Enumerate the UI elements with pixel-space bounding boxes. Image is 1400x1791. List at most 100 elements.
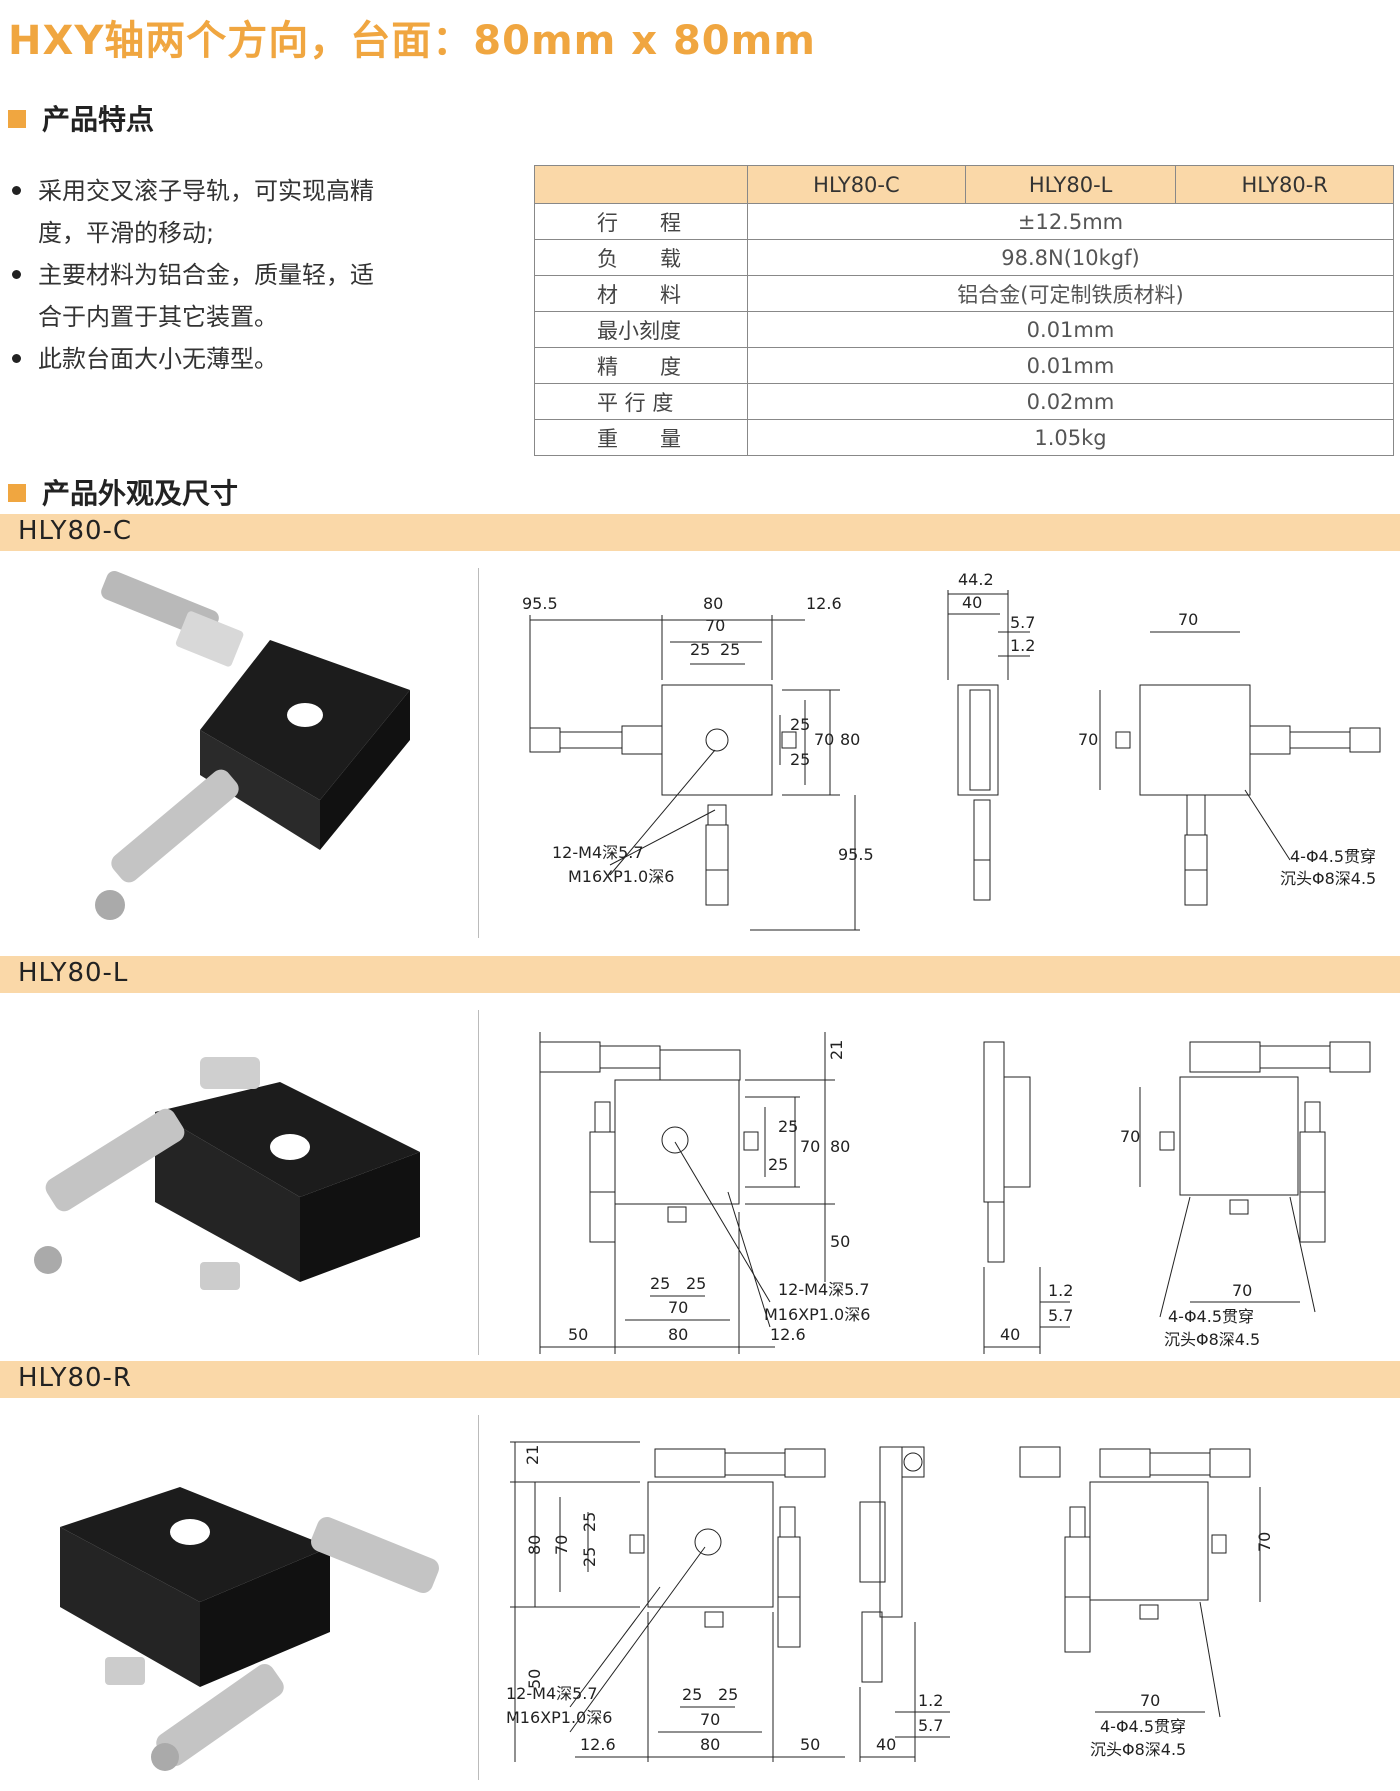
dimension-label: 5.7	[1010, 613, 1035, 632]
spec-value: 0.01mm	[747, 311, 1394, 348]
product-photo-l	[34, 1057, 420, 1290]
spec-label: 精 度	[534, 347, 748, 384]
dimension-drawing-l: 21 25 25 70 80 50 25 25 70 80 50 12.6 12…	[539, 1032, 1371, 1354]
stage-block-icon	[155, 1082, 420, 1282]
dimension-label: 80	[525, 1535, 544, 1555]
dimension-label: 1.2	[1048, 1281, 1073, 1300]
feature-text: 合于内置于其它装置。	[38, 303, 278, 331]
dimension-label: 12.6	[580, 1735, 616, 1754]
note-label: M16XP1.0深6	[568, 867, 674, 886]
dimension-drawing-r: 21 80 70 25 25 50 25 25 70 80 12.6 50 12…	[506, 1441, 1274, 1762]
dimension-label: 25	[790, 715, 810, 734]
dimension-label: 25	[650, 1274, 670, 1293]
dimension-label: 70	[1178, 610, 1198, 629]
dimension-label: 80	[703, 594, 723, 613]
model-name: HLY80-C	[18, 516, 133, 546]
model-band-l: HLY80-L	[0, 956, 1400, 993]
dimension-label: 70	[814, 730, 834, 749]
heading-square-icon	[8, 110, 26, 128]
feature-text: 主要材料为铝合金，质量轻，适	[38, 261, 374, 289]
spec-label: 材 料	[534, 275, 748, 312]
dimension-label: 25	[690, 640, 710, 659]
spec-value: 98.8N(10kgf)	[747, 239, 1394, 276]
knob-icon	[200, 1262, 240, 1290]
model-name: HLY80-R	[18, 1363, 132, 1393]
bullet-icon	[12, 186, 21, 195]
spec-value: 0.02mm	[747, 383, 1394, 420]
note-label: 4-Φ4.5贯穿	[1168, 1307, 1254, 1326]
bullet-icon	[12, 270, 21, 279]
dimension-label: 12.6	[770, 1325, 806, 1344]
dimension-label: 5.7	[1048, 1306, 1073, 1325]
dimension-label: 44.2	[958, 570, 994, 589]
model-name: HLY80-L	[18, 958, 129, 988]
dimension-label: 25	[580, 1512, 599, 1532]
spec-column-header: HLY80-L	[964, 165, 1177, 204]
feature-item: 此款台面大小无薄型。	[12, 338, 412, 380]
dimension-label: 70	[668, 1298, 688, 1317]
dimension-label: 70	[552, 1535, 571, 1555]
note-label: 4-Φ4.5贯穿	[1100, 1717, 1186, 1736]
bullet-icon	[12, 354, 21, 363]
dimension-label: 70	[1078, 730, 1098, 749]
dimension-label: 25	[718, 1685, 738, 1704]
micrometer-left-icon	[34, 1057, 260, 1274]
spec-label: 重 量	[534, 419, 748, 456]
dimension-label: 1.2	[918, 1691, 943, 1710]
dimension-label: 40	[876, 1735, 896, 1754]
dimension-label: 70	[1120, 1127, 1140, 1146]
note-label: 12-M4深5.7	[506, 1684, 598, 1703]
feature-text: 度，平滑的移动;	[38, 219, 215, 247]
stage-block-icon	[60, 1487, 330, 1687]
note-label: 12-M4深5.7	[552, 843, 644, 862]
spec-label: 最小刻度	[534, 311, 748, 348]
dimension-label: 50	[800, 1735, 820, 1754]
spec-value: 1.05kg	[747, 419, 1394, 456]
dimension-label: 25	[768, 1155, 788, 1174]
product-photo-r	[60, 1487, 439, 1771]
note-label: 沉头Φ8深4.5	[1164, 1330, 1260, 1349]
dimension-label: 70	[1255, 1532, 1274, 1552]
note-label: 沉头Φ8深4.5	[1280, 869, 1376, 888]
dimension-label: 40	[1000, 1325, 1020, 1344]
dimensions-heading: 产品外观及尺寸	[8, 472, 238, 512]
dimension-label: 1.2	[1010, 636, 1035, 655]
feature-item: 主要材料为铝合金，质量轻，适 合于内置于其它装置。	[12, 254, 412, 338]
divider	[478, 1010, 479, 1355]
note-label: M16XP1.0深6	[506, 1708, 612, 1727]
dimension-label: 95.5	[838, 845, 874, 864]
divider	[478, 568, 479, 938]
dimension-label: 21	[827, 1040, 846, 1060]
dimension-label: 70	[705, 616, 725, 635]
model-band-r: HLY80-R	[0, 1361, 1400, 1398]
dimension-label: 80	[700, 1735, 720, 1754]
spec-value: 0.01mm	[747, 347, 1394, 384]
spec-row: 行 程±12.5mm	[534, 203, 1394, 240]
dimension-label: 12.6	[806, 594, 842, 613]
dimension-label: 50	[830, 1232, 850, 1251]
dimension-label: 21	[523, 1445, 542, 1465]
page-title: HXY轴两个方向，台面：80mm x 80mm	[8, 18, 816, 64]
dimension-label: 95.5	[522, 594, 558, 613]
feature-text: 此款台面大小无薄型。	[38, 345, 278, 373]
spec-row: 材 料铝合金(可定制铁质材料)	[534, 275, 1394, 312]
divider	[478, 1415, 479, 1780]
knob-icon	[105, 1657, 145, 1685]
spec-header-blank	[534, 165, 748, 204]
feature-item: 采用交叉滚子导轨，可实现高精 度，平滑的移动;	[12, 170, 412, 254]
micrometer-top-icon	[101, 571, 244, 667]
note-label: 12-M4深5.7	[778, 1280, 870, 1299]
dimension-label: 70	[800, 1137, 820, 1156]
dimension-label: 25	[686, 1274, 706, 1293]
dimension-label: 80	[668, 1325, 688, 1344]
note-label: 4-Φ4.5贯穿	[1290, 847, 1376, 866]
dimensions-heading-text: 产品外观及尺寸	[42, 477, 239, 510]
dimension-label: 50	[525, 1669, 544, 1689]
spec-value: 铝合金(可定制铁质材料)	[747, 275, 1394, 312]
dimension-drawing-c: 95.5 80 70 25 25 12.6 25 25 70 80 95.5 1…	[522, 570, 1381, 931]
dimension-label: 80	[840, 730, 860, 749]
